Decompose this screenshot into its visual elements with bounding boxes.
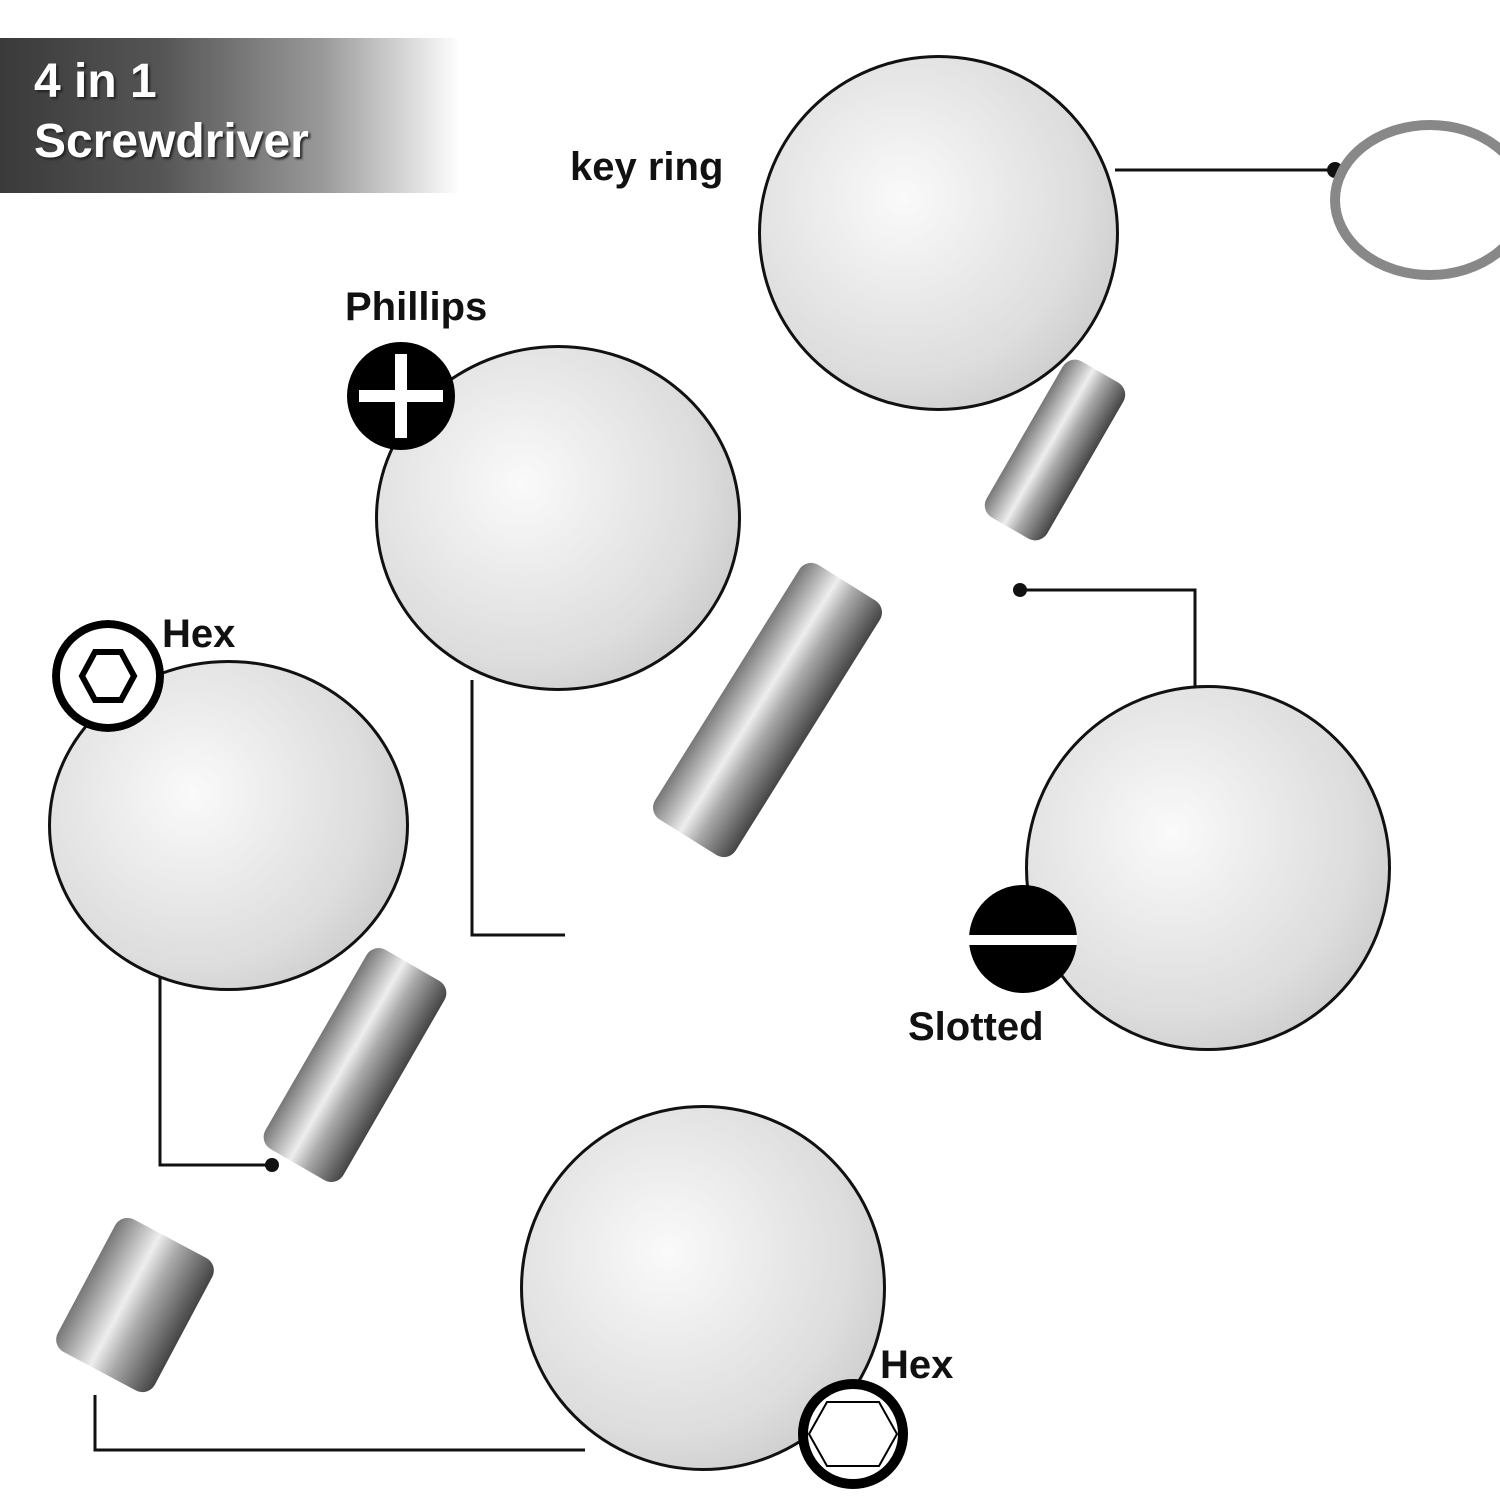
slotted-detail-circle — [1025, 685, 1391, 1051]
keyring-label: key ring — [570, 145, 724, 189]
hex-icon — [798, 1379, 908, 1489]
hex-label-bottom: Hex — [880, 1343, 954, 1387]
keyring-detail-circle — [758, 55, 1119, 411]
phillips-icon — [347, 342, 455, 450]
title-banner — [0, 38, 460, 193]
slotted-label: Slotted — [908, 1005, 1044, 1049]
hex-label-top: Hex — [162, 612, 236, 656]
hex-icon — [52, 620, 164, 732]
slotted-icon — [969, 885, 1077, 993]
phillips-label: Phillips — [345, 285, 488, 329]
product-title: 4 in 1 Screwdriver — [34, 55, 309, 168]
